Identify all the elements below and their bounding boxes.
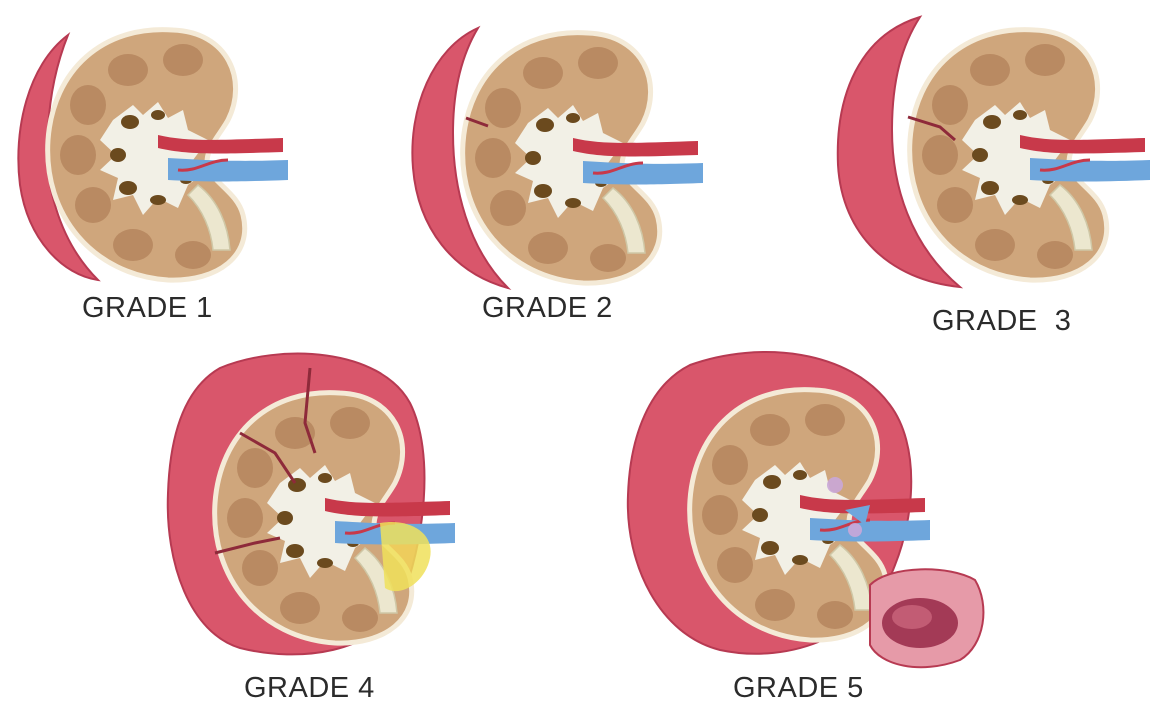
grade-4-illustration	[160, 343, 480, 668]
kidney-cross-section	[910, 30, 1150, 280]
grade-1-label: GRADE 1	[82, 292, 213, 325]
grade-2-illustration	[408, 8, 708, 298]
kidney-cross-section	[463, 33, 703, 283]
inset-vessel-thrombus	[870, 569, 983, 667]
grade-5-label: GRADE 5	[733, 672, 864, 705]
grade-2-label: GRADE 2	[482, 292, 613, 325]
grade-4-label: GRADE 4	[244, 672, 375, 705]
grade-3-illustration	[830, 5, 1150, 295]
grade-1-illustration	[8, 10, 298, 295]
grade-3-label: GRADE 3	[932, 305, 1071, 338]
grade-5-illustration	[620, 345, 1000, 675]
kidney-cross-section	[48, 30, 288, 280]
